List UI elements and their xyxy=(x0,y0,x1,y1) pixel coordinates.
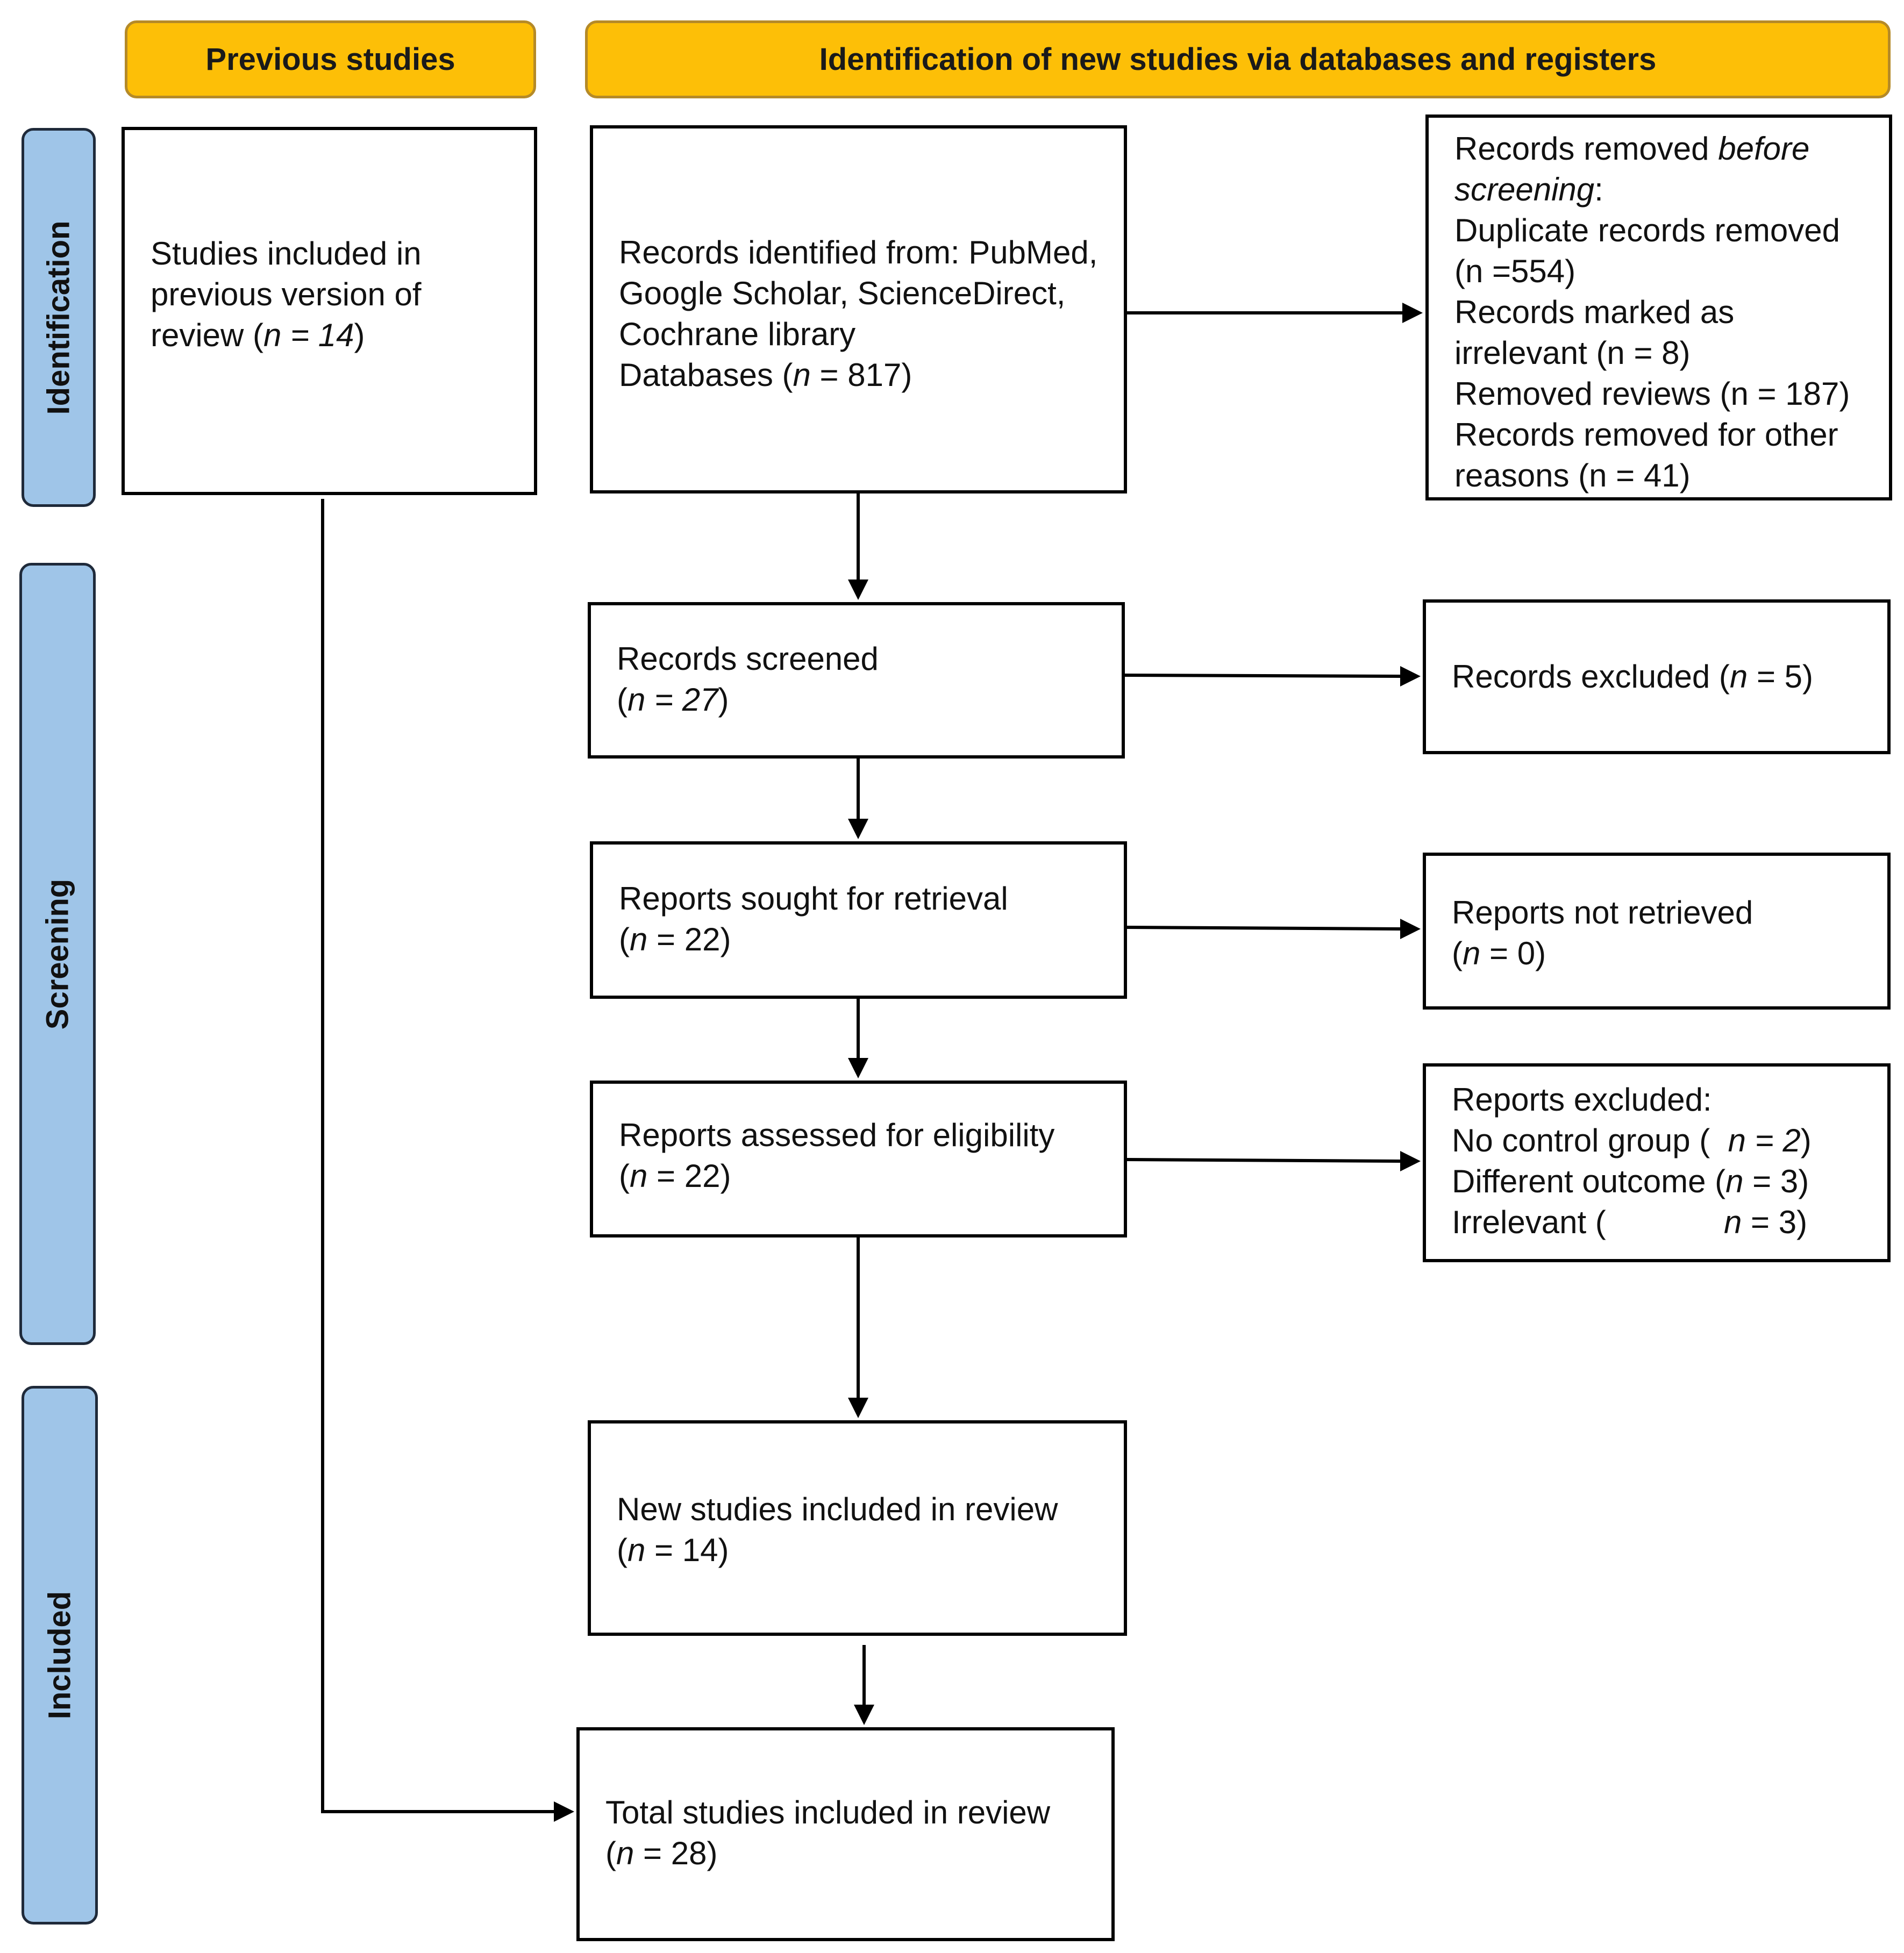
sought-line-1: Reports sought for retrieval xyxy=(619,881,1008,917)
box-records-screened: Records screened (n = 27) xyxy=(588,602,1125,759)
header-previous-studies-label: Previous studies xyxy=(205,42,455,77)
arrowhead-assessed-to-new-included xyxy=(848,1398,868,1418)
box-reports-excluded: Reports excluded: No control group ( n =… xyxy=(1423,1063,1891,1262)
not-retrieved-line-2: (n = 0) xyxy=(1452,935,1546,971)
arrow-assessed-to-reports-excluded xyxy=(1126,1158,1403,1163)
box-new-studies-included: New studies included in review (n = 14) xyxy=(588,1420,1127,1636)
phase-screening: Screening xyxy=(19,563,96,1345)
removed-line-2: screening: xyxy=(1454,171,1603,208)
arrowhead-identified-to-removed xyxy=(1402,303,1423,323)
box-records-excluded: Records excluded (n = 5) xyxy=(1423,599,1891,754)
removed-line-1: Records removed before xyxy=(1454,131,1810,167)
box-records-identified: Records identified from: PubMed, Google … xyxy=(590,125,1127,493)
identified-line-4: Databases (n = 817) xyxy=(619,357,912,393)
previous-line-3: review (n = 14) xyxy=(151,317,365,353)
reports-excluded-line-3: Different outcome (n = 3) xyxy=(1452,1163,1809,1199)
box-reports-sought: Reports sought for retrieval (n = 22) xyxy=(590,841,1127,999)
identified-line-1: Records identified from: PubMed, xyxy=(619,234,1098,270)
removed-line-3: Duplicate records removed xyxy=(1454,212,1840,248)
total-included-line-2: (n = 28) xyxy=(605,1835,718,1871)
removed-line-7: Removed reviews (n = 187) xyxy=(1454,376,1850,412)
box-records-removed: Records removed before screening: Duplic… xyxy=(1425,115,1892,500)
assessed-line-2: (n = 22) xyxy=(619,1158,731,1194)
arrow-sought-to-not-retrieved xyxy=(1126,926,1403,931)
screened-line-1: Records screened xyxy=(617,641,879,677)
reports-excluded-line-2: No control group ( n = 2) xyxy=(1452,1122,1812,1158)
phase-identification: Identification xyxy=(22,128,96,507)
arrowhead-assessed-to-reports-excluded xyxy=(1400,1151,1421,1171)
arrowhead-identified-to-screened xyxy=(848,580,868,600)
removed-line-4: (n =554) xyxy=(1454,253,1576,289)
removed-line-8: Records removed for other xyxy=(1454,417,1838,453)
header-previous-studies: Previous studies xyxy=(125,20,536,98)
sought-line-2: (n = 22) xyxy=(619,921,731,957)
header-new-studies-label: Identification of new studies via databa… xyxy=(819,42,1657,77)
new-included-line-1: New studies included in review xyxy=(617,1491,1058,1527)
reports-excluded-line-1: Reports excluded: xyxy=(1452,1082,1712,1118)
total-included-line-1: Total studies included in review xyxy=(605,1794,1051,1830)
arrowhead-sought-to-assessed xyxy=(848,1058,868,1078)
previous-line-1: Studies included in xyxy=(151,235,422,271)
arrowhead-screened-to-sought xyxy=(848,819,868,839)
identified-line-3: Cochrane library xyxy=(619,316,856,352)
removed-line-6: irrelevant (n = 8) xyxy=(1454,335,1691,371)
arrow-screened-to-excluded xyxy=(1124,674,1403,678)
phase-included: Included xyxy=(22,1386,98,1925)
arrow-previous-to-total xyxy=(321,499,556,1813)
arrowhead-sought-to-not-retrieved xyxy=(1400,919,1421,939)
header-new-studies: Identification of new studies via databa… xyxy=(585,20,1891,98)
arrowhead-new-to-total xyxy=(854,1705,874,1725)
box-total-studies-included: Total studies included in review (n = 28… xyxy=(576,1727,1115,1941)
arrowhead-previous-to-total xyxy=(554,1801,574,1822)
previous-line-2: previous version of xyxy=(151,276,422,312)
not-retrieved-line-1: Reports not retrieved xyxy=(1452,895,1753,931)
box-reports-assessed: Reports assessed for eligibility (n = 22… xyxy=(590,1081,1127,1237)
removed-line-5: Records marked as xyxy=(1454,294,1735,330)
box-reports-not-retrieved: Reports not retrieved (n = 0) xyxy=(1423,853,1891,1010)
new-included-line-2: (n = 14) xyxy=(617,1532,729,1568)
excluded-records-line-1: Records excluded (n = 5) xyxy=(1452,659,1814,695)
removed-line-9: reasons (n = 41) xyxy=(1454,457,1691,493)
screened-line-2: (n = 27) xyxy=(617,682,729,718)
assessed-line-1: Reports assessed for eligibility xyxy=(619,1117,1055,1153)
identified-line-2: Google Scholar, ScienceDirect, xyxy=(619,275,1066,311)
reports-excluded-line-4: Irrelevant (n = 3) xyxy=(1452,1204,1808,1240)
box-previous-studies: Studies included in previous version of … xyxy=(122,127,537,495)
arrowhead-screened-to-excluded xyxy=(1400,666,1421,686)
